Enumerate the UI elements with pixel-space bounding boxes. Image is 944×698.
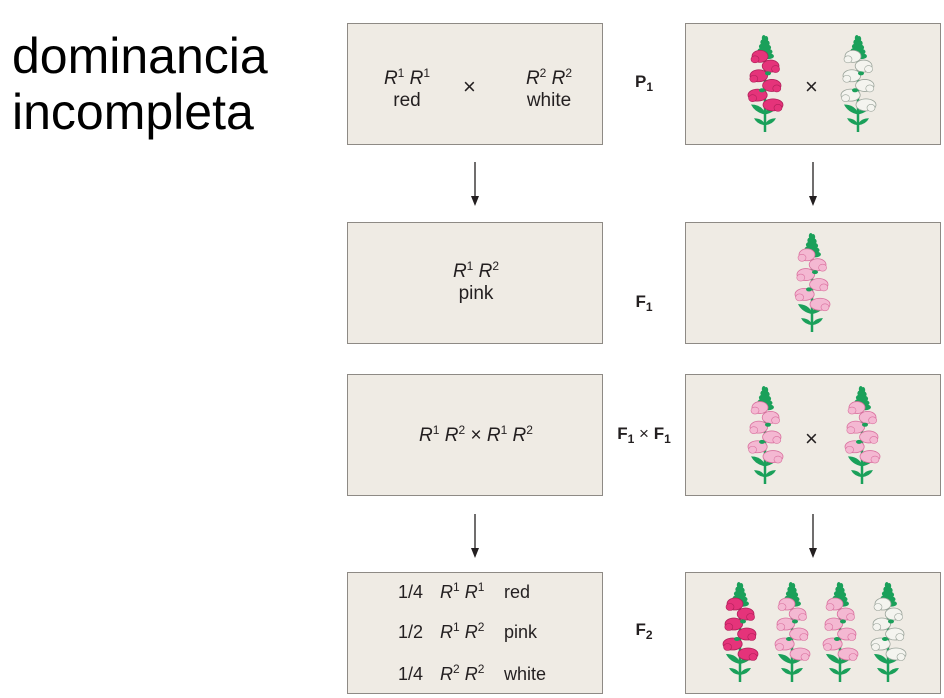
cross-plants-box	[685, 374, 941, 496]
p1-cross-symbol: ×	[463, 74, 476, 99]
arrow-right-p1-to-f1	[809, 162, 817, 206]
generation-label-f2: F2	[635, 620, 653, 642]
p1-left-phenotype: red	[393, 90, 421, 111]
p1-left-genotype: R1 R1 red	[383, 66, 431, 111]
snapdragon-red-p1	[747, 35, 784, 132]
f1-phenotype: pink	[458, 283, 494, 304]
snapdragon-pink-cross-left	[747, 386, 784, 484]
f1-genotype-box: R1 R2 pink	[347, 222, 603, 344]
f1-genotype: R1 R2 pink	[452, 259, 500, 304]
cross-plants-cross-symbol: ×	[805, 426, 818, 451]
title-line-2: incompleta	[12, 84, 254, 140]
p1-genotype-box: R1 R1 red × R2 R2 white	[347, 23, 603, 145]
generation-label-f1-cross: F1 × F1	[617, 424, 671, 446]
snapdragon-pink-cross-right	[844, 386, 881, 484]
p1-right-genotype: R2 R2 white	[525, 66, 573, 111]
snapdragon-white-p1	[840, 35, 877, 132]
generation-label-p1: P1	[634, 72, 654, 94]
cross-genotype-box: R1 R2 × R1 R2	[347, 374, 603, 496]
arrow-right-cross-to-f2	[809, 514, 817, 558]
cross-box-times: ×	[470, 425, 482, 446]
p1-right-phenotype: white	[526, 90, 572, 111]
p1-plants-cross-symbol: ×	[805, 74, 818, 99]
page-title: dominancia incompleta	[12, 28, 268, 140]
generation-label-f1: F1	[635, 292, 653, 314]
snapdragon-pink-f1	[794, 233, 831, 332]
title-line-1: dominancia	[12, 28, 268, 84]
snapdragon-white-f2	[870, 582, 907, 682]
snapdragon-pink-f2-a	[774, 582, 811, 682]
arrow-left-cross-to-f2	[471, 514, 479, 558]
cross-genotypes: R1 R2 × R1 R2	[419, 423, 533, 446]
p1-plants-box	[685, 23, 941, 145]
snapdragon-pink-f2-b	[822, 582, 859, 682]
snapdragon-red-f2	[722, 582, 759, 682]
arrow-left-p1-to-f1	[471, 162, 479, 206]
